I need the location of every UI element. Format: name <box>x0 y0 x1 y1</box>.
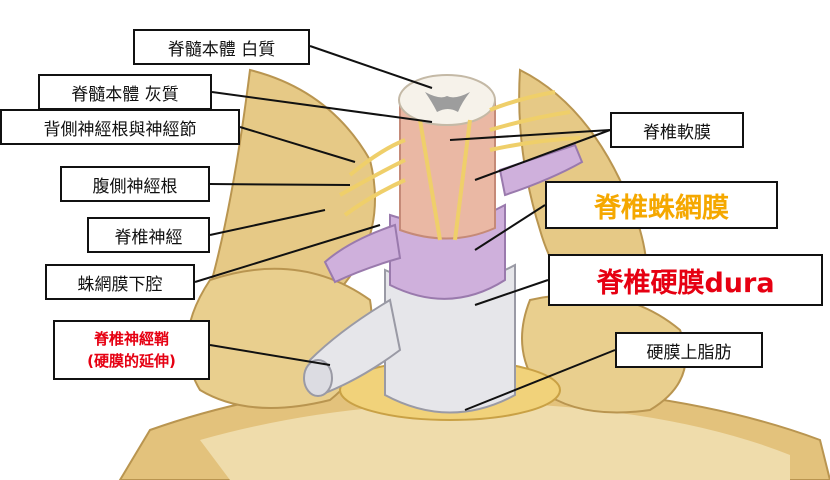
label-nerve-sheath-line2: (硬膜的延伸) <box>87 352 176 370</box>
nerve-stump <box>303 359 333 397</box>
leader-lines <box>194 45 616 411</box>
label-nerve-sheath: 脊椎神經鞘 (硬膜的延伸) <box>53 320 210 380</box>
vertebral-body-top <box>200 403 790 480</box>
label-white-matter: 脊髓本體 白質 <box>133 29 310 65</box>
label-dura: 脊椎硬膜dura <box>548 254 823 306</box>
label-pia: 脊椎軟膜 <box>610 112 744 148</box>
label-subarachnoid: 蛛網膜下腔 <box>45 264 195 300</box>
label-dorsal-root: 背側神經根與神經節 <box>0 109 240 145</box>
label-nerve-sheath-line1: 脊椎神經鞘 <box>93 330 169 348</box>
label-ventral-root: 腹側神經根 <box>60 166 210 202</box>
label-spinal-nerve: 脊椎神經 <box>87 217 210 253</box>
label-arachnoid: 脊椎蛛網膜 <box>545 181 778 229</box>
arachnoid-sleeve <box>323 223 402 284</box>
label-gray-matter: 脊髓本體 灰質 <box>38 74 212 110</box>
nerve-rootlets <box>339 90 581 241</box>
label-epidural-fat: 硬膜上脂肪 <box>615 332 763 368</box>
gray-matter-shape <box>425 92 470 112</box>
